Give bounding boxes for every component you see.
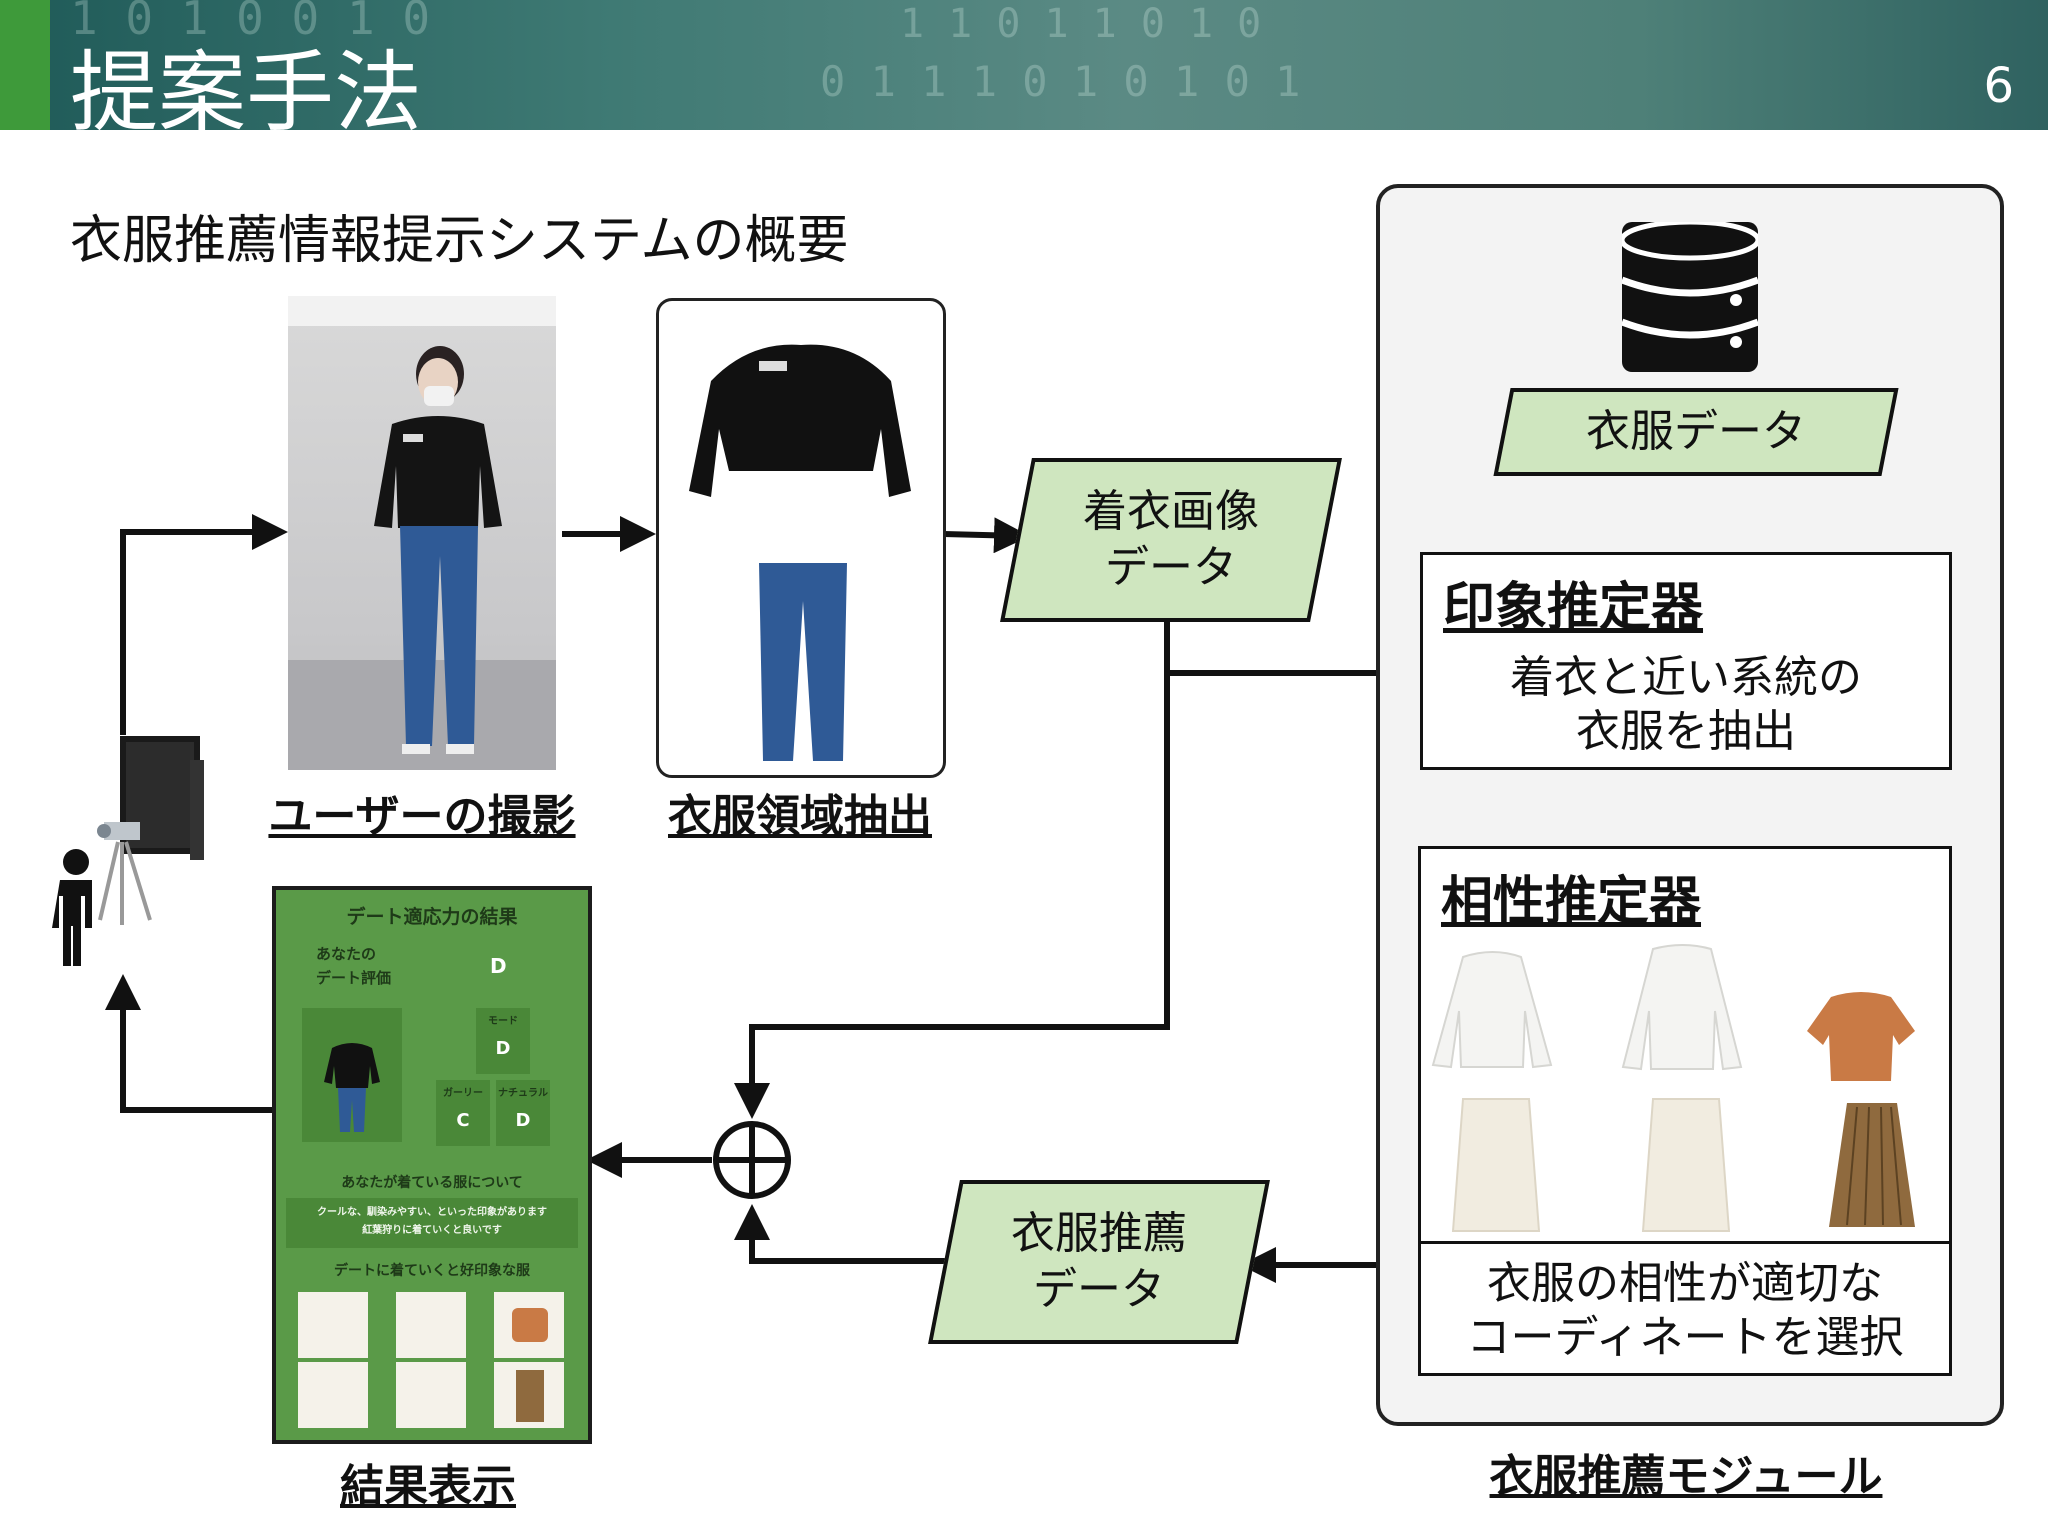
recommendation-data-label: 衣服推薦 データ bbox=[1011, 1208, 1187, 1315]
arrow-camera-to-photo bbox=[120, 514, 288, 735]
result-display-screen: デート適応力の結果 あなたの デート評価 D モード D ガーリー C ナチュラ… bbox=[272, 886, 592, 1444]
title-banner: 1 0 1 0 0 1 0 0 1 1 1 0 1 0 1 0 1 1 1 0 … bbox=[0, 0, 2048, 144]
about-heading: あなたが着ている服について bbox=[341, 1175, 523, 1191]
natural-label: ナチュラル bbox=[498, 1088, 548, 1099]
pleated-skirt bbox=[1829, 1103, 1915, 1227]
recommended-thumbnails bbox=[298, 1292, 564, 1428]
your-rating-label: あなたの デート評価 bbox=[316, 945, 392, 987]
clothing-db-node: 衣服データ bbox=[1493, 388, 1899, 476]
wearer-thumbnail bbox=[324, 1043, 380, 1132]
thumb-orange-blouse bbox=[494, 1292, 564, 1358]
user-station bbox=[52, 736, 204, 966]
girly-grade-box: ガーリー C bbox=[436, 1080, 490, 1146]
camera-on-tripod-icon bbox=[97, 822, 152, 925]
thumb-cream-skirt-1 bbox=[298, 1362, 368, 1428]
impression-estimator-title: 印象推定器 bbox=[1443, 578, 1704, 638]
database-icon bbox=[1622, 222, 1758, 372]
arrow-result-to-user bbox=[105, 974, 272, 1113]
section-heading: 衣服推薦情報提示システムの概要 bbox=[70, 211, 849, 271]
impression-estimator: 印象推定器 着衣と近い系統の 衣服を抽出 bbox=[1420, 552, 1952, 770]
extracted-garments bbox=[689, 344, 911, 761]
slide-title: 提案手法 bbox=[70, 41, 423, 144]
about-text: クールな、馴染みやすい、といった印象があります 紅葉狩りに着ていくと良いです bbox=[317, 1207, 547, 1236]
wearer-photo-panel bbox=[302, 1008, 402, 1142]
impression-estimator-text: 着衣と近い系統の 衣服を抽出 bbox=[1510, 652, 1862, 757]
banner-binary-top: 1 1 0 1 1 0 1 0 bbox=[900, 1, 1262, 47]
compatibility-estimator-text: 衣服の相性が適切な コーディネートを選択 bbox=[1466, 1258, 1904, 1363]
extract-caption: 衣服領域抽出 bbox=[668, 791, 932, 842]
cream-skirt-1 bbox=[1451, 1098, 1541, 1232]
recommendation-data-node: 衣服推薦 データ bbox=[928, 1180, 1270, 1344]
banner-binary-left: 1 0 1 0 0 1 0 bbox=[70, 0, 431, 45]
monitor-icon bbox=[120, 736, 204, 860]
white-cardigan-1 bbox=[1431, 951, 1553, 1069]
user-photo bbox=[288, 296, 556, 770]
your-rating-value: D bbox=[490, 954, 507, 978]
orange-blouse bbox=[1807, 992, 1915, 1081]
compatibility-estimator: 相性推定器 衣服の相性が適切な コーディネートを選択 bbox=[1418, 846, 1952, 1376]
thumb-pleated-skirt bbox=[494, 1362, 564, 1428]
compatibility-estimator-title: 相性推定器 bbox=[1441, 872, 1702, 932]
clothing-recommendation-module: 衣服データ 印象推定器 着衣と近い系統の 衣服を抽出 相性推定器 bbox=[1376, 184, 2004, 1426]
about-panel: クールな、馴染みやすい、といった印象があります 紅葉狩りに着ていくと良いです bbox=[286, 1198, 578, 1248]
module-caption: 衣服推薦モジュール bbox=[1489, 1451, 1883, 1502]
natural-grade: D bbox=[515, 1110, 531, 1131]
clothing-db-label: 衣服データ bbox=[1586, 406, 1806, 457]
arrow-image-data-to-impression bbox=[1164, 618, 1416, 691]
extracted-clothing-panel bbox=[656, 298, 946, 778]
natural-grade-box: ナチュラル D bbox=[496, 1080, 550, 1146]
candidate-outfits bbox=[1431, 944, 1915, 1232]
person-icon bbox=[52, 849, 92, 966]
capture-caption: ユーザーの撮影 bbox=[268, 791, 576, 842]
banner-accent bbox=[0, 0, 50, 130]
thumb-white-cardigan-2 bbox=[396, 1292, 466, 1358]
cream-skirt-2 bbox=[1641, 1098, 1731, 1232]
result-caption: 結果表示 bbox=[340, 1461, 516, 1512]
mode-label: モード bbox=[488, 1016, 518, 1027]
thumb-white-cardigan-1 bbox=[298, 1292, 368, 1358]
result-screen-title: デート適応力の結果 bbox=[346, 906, 518, 928]
arrow-extract-to-image-data bbox=[943, 517, 1030, 554]
girly-label: ガーリー bbox=[443, 1088, 483, 1099]
circled-plus-icon bbox=[713, 1121, 791, 1199]
mode-grade-box: モード D bbox=[476, 1008, 530, 1074]
thumb-cream-skirt-2 bbox=[396, 1362, 466, 1428]
blue-jeans bbox=[759, 563, 847, 761]
dressed-image-data-label: 着衣画像 データ bbox=[1083, 486, 1259, 593]
girly-grade: C bbox=[456, 1110, 470, 1131]
page-number: 6 bbox=[1983, 58, 2014, 114]
recommend-heading: デートに着ていくと好印象な服 bbox=[334, 1263, 530, 1279]
arrow-recommend-to-combine bbox=[734, 1204, 950, 1264]
banner-binary-mid: 0 1 1 1 0 1 0 1 0 1 bbox=[820, 57, 1301, 106]
black-jacket bbox=[689, 344, 911, 497]
dressed-image-data-node: 着衣画像 データ bbox=[1000, 458, 1342, 622]
white-cardigan-2 bbox=[1621, 944, 1743, 1071]
arrow-image-data-to-combine bbox=[734, 673, 1170, 1119]
mode-grade: D bbox=[495, 1038, 511, 1059]
